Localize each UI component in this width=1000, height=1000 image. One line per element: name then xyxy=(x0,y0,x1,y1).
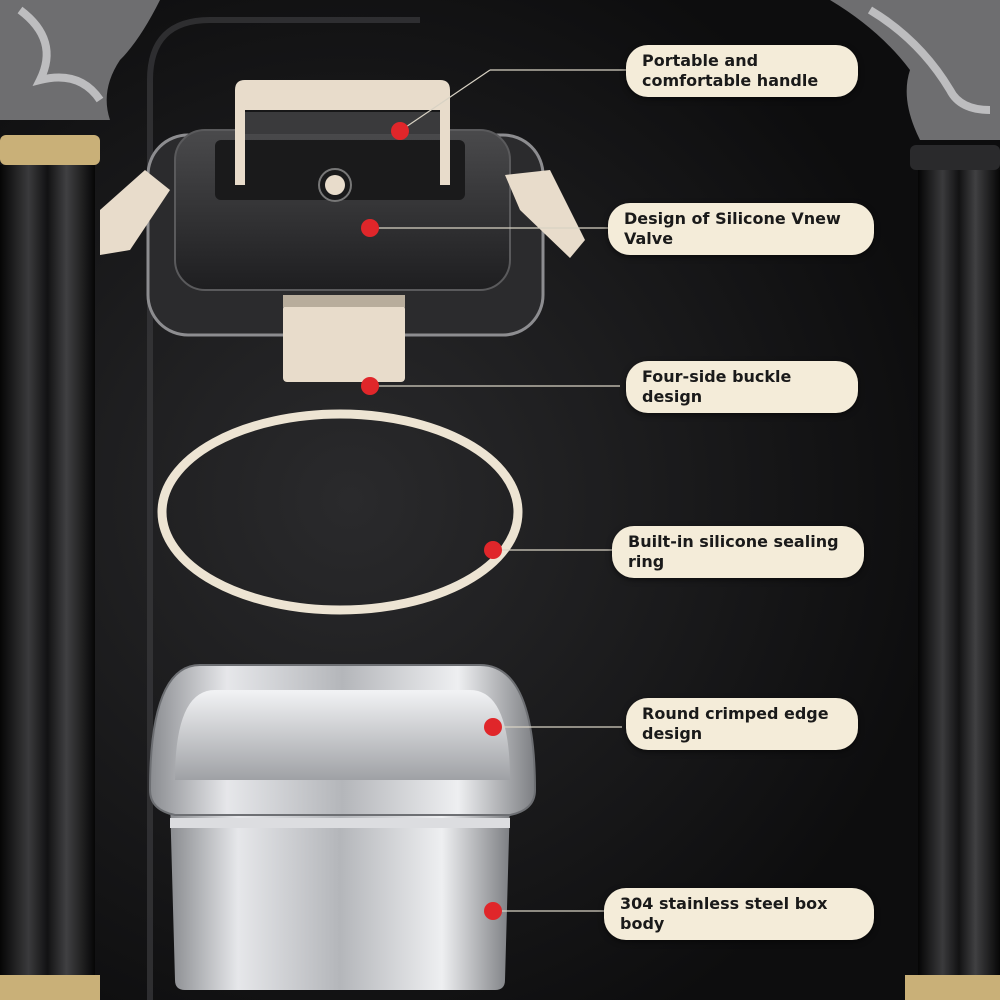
body-marker-icon xyxy=(484,902,502,920)
sealing-ring xyxy=(157,409,523,615)
callout-body-text: 304 stainless steel box body xyxy=(620,894,828,933)
edge-marker-icon xyxy=(484,718,502,736)
callout-edge-text: Round crimped edge design xyxy=(642,704,829,743)
callout-valve: Design of Silicone Vnew Valve xyxy=(608,203,874,255)
left-column xyxy=(0,0,160,1000)
handle-marker-icon xyxy=(391,122,409,140)
arch-highlight xyxy=(147,17,420,1000)
callout-handle: Portable and comfortable handle xyxy=(626,45,858,97)
callout-buckle: Four-side buckle design xyxy=(626,361,858,413)
steel-box xyxy=(148,664,537,990)
callout-valve-text: Design of Silicone Vnew Valve xyxy=(624,209,841,248)
leader-lines xyxy=(370,69,630,912)
handle xyxy=(235,80,450,185)
buckle-marker-icon xyxy=(361,377,379,395)
markers xyxy=(361,122,502,920)
callout-ring-text: Built-in silicone sealing ring xyxy=(628,532,839,571)
buckle-clips xyxy=(100,170,585,382)
callout-edge: Round crimped edge design xyxy=(626,698,858,750)
callout-buckle-text: Four-side buckle design xyxy=(642,367,792,406)
callout-body: 304 stainless steel box body xyxy=(604,888,874,940)
right-column xyxy=(830,0,1000,1000)
valve-marker-icon xyxy=(361,219,379,237)
ring-marker-icon xyxy=(484,541,502,559)
valve xyxy=(318,168,352,202)
callout-ring: Built-in silicone sealing ring xyxy=(612,526,864,578)
callout-handle-text: Portable and comfortable handle xyxy=(642,51,819,90)
